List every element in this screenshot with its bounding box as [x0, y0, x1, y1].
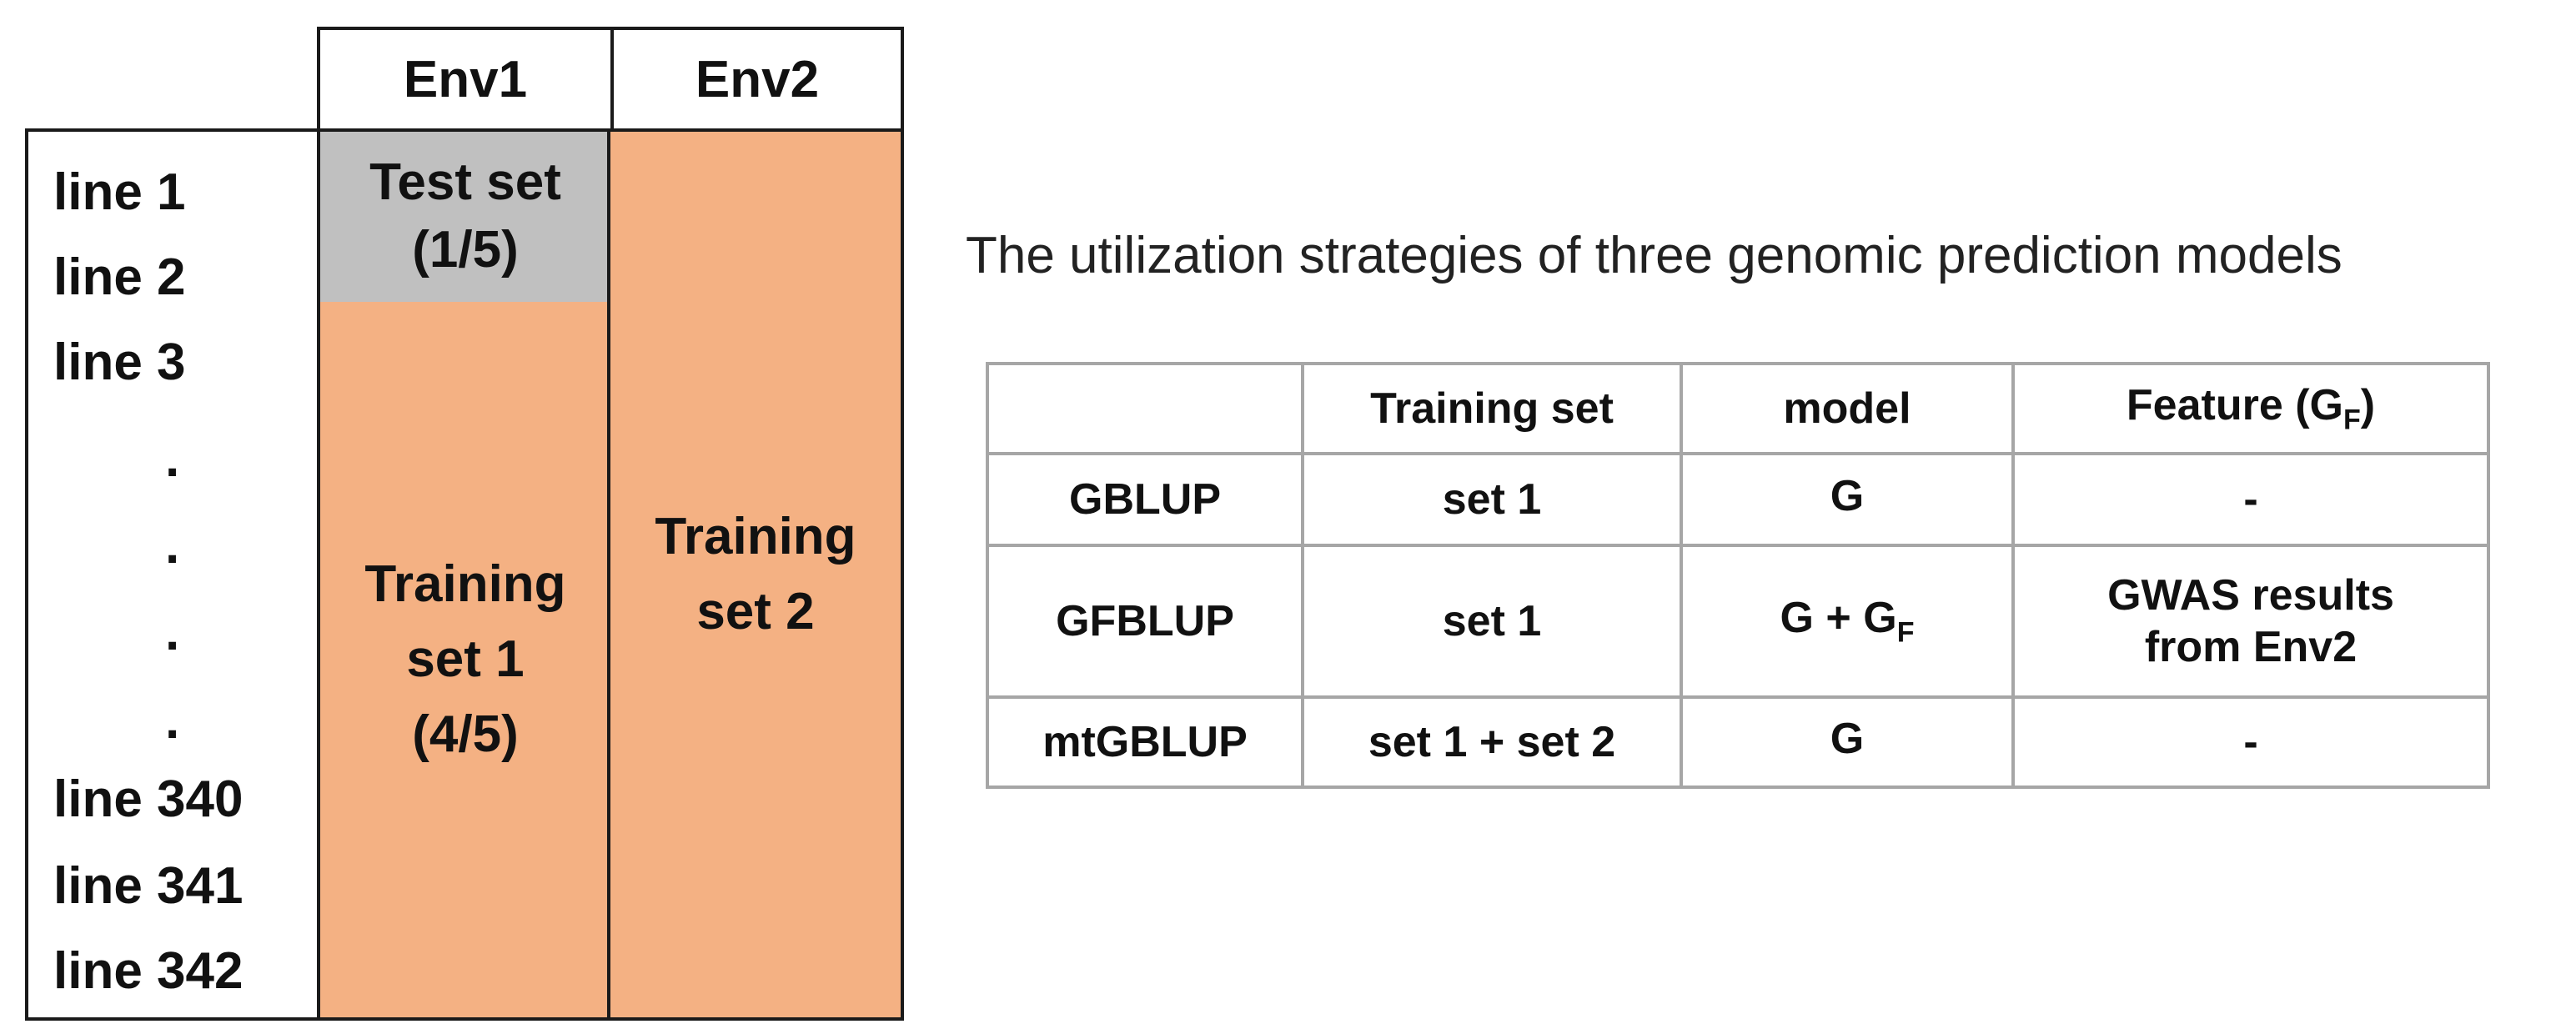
lines-frame — [25, 128, 320, 1021]
header-model-name — [986, 362, 1304, 455]
header-training-set: Training set — [1301, 362, 1683, 455]
test-set-fraction: (1/5) — [412, 221, 519, 279]
row-model-sub: F — [1896, 616, 1915, 649]
header-feature-close: ) — [2360, 381, 2376, 430]
line-label: line 3 — [53, 334, 186, 391]
table-header-row: Training set model Feature (GF) — [986, 362, 2490, 455]
header-feature-sub: F — [2343, 404, 2361, 436]
row-model-name: GFBLUP — [986, 544, 1304, 699]
row-feature-line2: from Env2 — [2144, 623, 2358, 671]
row-feature-line1: - — [2243, 717, 2258, 766]
row-model-name: GBLUP — [986, 452, 1304, 547]
line-label: line 1 — [53, 163, 186, 221]
row-model: G — [1680, 452, 2015, 547]
line-label: line 342 — [53, 942, 244, 1000]
ellipsis-dot: . — [165, 692, 180, 750]
ellipsis-dot: . — [165, 604, 180, 661]
env1-header: Env1 — [317, 27, 610, 132]
training-set-1-cell: Training set 1 (4/5) — [317, 302, 610, 1021]
line-label: line 341 — [53, 857, 244, 915]
training-set-2-cell: Training set 2 — [607, 128, 904, 1021]
row-model-text: G — [1830, 472, 1865, 521]
ellipsis-dot: . — [165, 430, 180, 488]
row-feature-line1: GWAS results — [2107, 570, 2394, 620]
line-label: line 340 — [53, 770, 244, 828]
training-set-1-fraction: (4/5) — [412, 705, 519, 763]
row-model: G — [1680, 695, 2015, 789]
line-label: line 2 — [53, 248, 186, 306]
env2-header: Env2 — [610, 27, 904, 132]
test-set-cell: Test set (1/5) — [317, 128, 610, 305]
strategies-caption: The utilization strategies of three geno… — [966, 227, 2343, 284]
ellipsis-dot: . — [165, 517, 180, 575]
prediction-model-table: Training set model Feature (GF) GBLUP se… — [986, 362, 2490, 789]
row-model: G + GF — [1680, 544, 2015, 699]
table-row: mtGBLUP set 1 + set 2 G - — [986, 695, 2490, 789]
row-feature: - — [2011, 695, 2490, 789]
training-set-2-line1: Training — [655, 508, 856, 566]
training-set-1-line1: Training — [364, 555, 566, 614]
row-feature: - — [2011, 452, 2490, 547]
header-feature: Feature (GF) — [2011, 362, 2490, 455]
training-set-2-line2: set 2 — [696, 583, 815, 640]
row-training-set: set 1 + set 2 — [1301, 695, 1683, 789]
row-model-text: G + G — [1780, 594, 1897, 643]
row-training-set: set 1 — [1301, 544, 1683, 699]
row-feature-line1: - — [2243, 474, 2258, 524]
row-model-name: mtGBLUP — [986, 695, 1304, 789]
row-training-set: set 1 — [1301, 452, 1683, 547]
header-model: model — [1680, 362, 2015, 455]
training-set-1-line2: set 1 — [406, 630, 525, 689]
table-row: GBLUP set 1 G - — [986, 452, 2490, 547]
row-model-text: G — [1830, 715, 1865, 764]
test-set-label: Test set — [369, 153, 561, 212]
header-feature-text: Feature (G — [2126, 381, 2343, 430]
